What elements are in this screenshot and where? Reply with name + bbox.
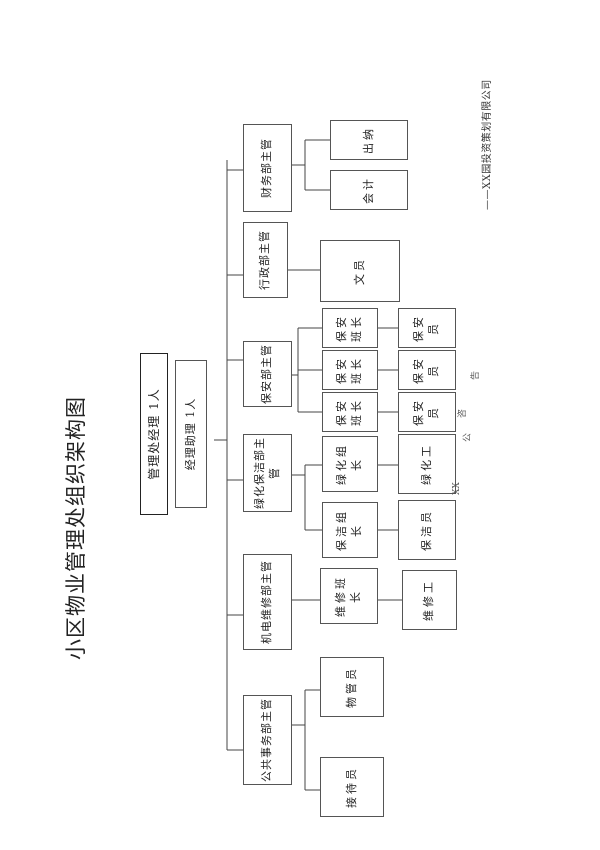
sub-greening-lead: 绿化组长 — [322, 436, 378, 492]
sub-security-lead-3: 保安班长 — [322, 308, 378, 348]
sub-receptionist: 接待员 — [320, 757, 384, 817]
dept-administration: 行政部主管 — [243, 222, 288, 298]
sub-gardener: 绿化工 — [398, 434, 456, 494]
sub-cashier: 出纳 — [330, 120, 408, 160]
sub-security-lead-1: 保安班长 — [322, 392, 378, 432]
stray-text-xx: XX — [452, 482, 462, 495]
stray-text-gong: 公 — [463, 432, 473, 442]
dept-security: 保安部主管 — [243, 341, 292, 407]
dept-finance: 财务部主管 — [243, 124, 292, 212]
sub-security-guard-1: 保安员 — [398, 392, 456, 432]
company-signature: ——XX园投资策划有限公司 — [482, 79, 493, 210]
sub-clerk: 文员 — [320, 240, 400, 302]
dept-greening-cleaning: 绿化保洁部主管 — [243, 434, 292, 512]
sub-repair-worker: 维修工 — [402, 570, 457, 630]
sub-cleaning-lead: 保洁组长 — [322, 502, 378, 558]
sub-property-officer: 物管员 — [320, 657, 384, 717]
sub-security-guard-2: 保安员 — [398, 350, 456, 390]
sub-security-lead-2: 保安班长 — [322, 350, 378, 390]
stray-text-gao: 告 — [471, 370, 481, 380]
chart-title: 小区物业管理处组织架构图 — [64, 396, 88, 660]
sub-repair-team-lead: 维修班长 — [320, 568, 378, 624]
sub-accountant: 会计 — [330, 170, 408, 210]
sub-security-guard-3: 保安员 — [398, 308, 456, 348]
dept-mechanical-maintenance: 机电维修部主管 — [243, 554, 292, 650]
stray-text-zi: 咨 — [458, 408, 468, 418]
sub-cleaner: 保洁员 — [398, 500, 456, 560]
dept-public-affairs: 公共事务部主管 — [243, 695, 292, 785]
assistant-box: 经理助理 1人 — [175, 360, 207, 508]
manager-box: 管理处经理 1人 — [140, 353, 168, 515]
